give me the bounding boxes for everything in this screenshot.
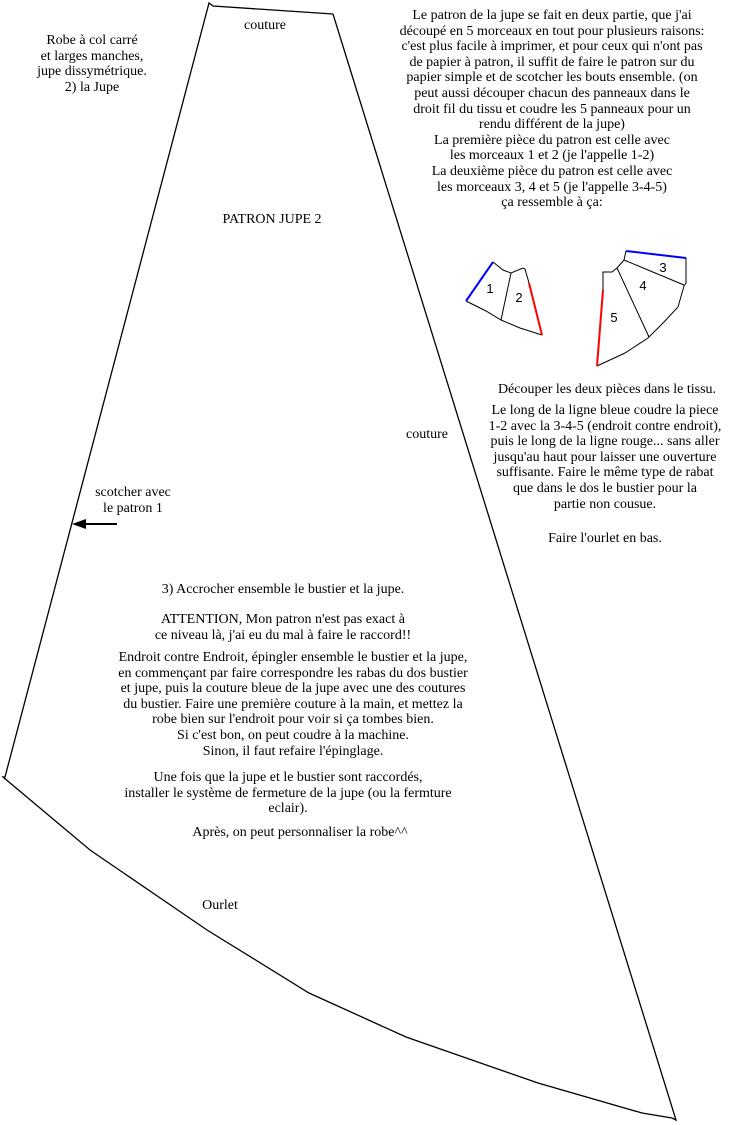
step3-body: Endroit contre Endroit, épingler ensembl…	[118, 650, 467, 759]
text-line: scotcher avec	[95, 485, 171, 500]
piece-number-5: 5	[610, 310, 618, 325]
piece-3-4-5-top	[602, 250, 627, 290]
text-line: suffisante. Faire le même type de rabat	[496, 465, 714, 481]
text-line: peut aussi découper chacun des panneaux …	[414, 85, 690, 101]
piece-number-2: 2	[515, 290, 523, 305]
piece-1-2-blue-seam	[465, 261, 494, 302]
text-line: Si c'est bon, on peut coudre à la machin…	[177, 727, 409, 743]
text-line: ça ressemble à ça:	[501, 195, 603, 211]
text-line: Une fois que la jupe et le bustier sont …	[153, 770, 423, 785]
text-line: puis le long de la ligne rouge... sans a…	[490, 434, 720, 450]
intro-text: Le patron de la jupe se fait en deux par…	[400, 8, 705, 211]
text-line: Sinon, il faut refaire l'épinglage.	[202, 743, 384, 759]
text-line: du bustier. Faire une première couture à…	[123, 696, 463, 712]
text-line: 1-2 avec la 3-4-5 (endroit contre endroi…	[488, 418, 722, 434]
sewing-instructions: Le long de la ligne bleue coudre la piec…	[489, 403, 722, 512]
text-line: en commençant par faire correspondre les…	[118, 665, 468, 681]
step3-heading: 3) Accrocher ensemble le bustier et la j…	[161, 582, 405, 597]
text-line: robe bien sur l'endroit pour voir si ça …	[152, 712, 434, 728]
text-line: partie non cousue.	[553, 496, 657, 512]
text-line: droit fil du tissu et coudre les 5 panne…	[413, 101, 691, 117]
text-line: installer le système de fermeture de la …	[124, 785, 452, 801]
text-line: Le long de la ligne bleue coudre la piec…	[491, 403, 719, 418]
text-line: le patron 1	[103, 500, 163, 516]
text-line: ce niveau là, j'ai eu du mal à faire le …	[154, 627, 412, 643]
piece-3-4-divider	[623, 259, 685, 286]
text-line: Le patron de la jupe se fait en deux par…	[412, 8, 692, 23]
piece-3-4-5-red-seam	[596, 289, 604, 367]
piece-number-1: 1	[486, 281, 494, 296]
text-line: Endroit contre Endroit, épingler ensembl…	[118, 650, 468, 665]
piece-4-5-divider	[616, 267, 650, 338]
piece-3-4-5-outline	[596, 258, 687, 367]
arrow-head-icon	[72, 519, 86, 529]
text-line: les morceaux 3, 4 et 5 (je l'appelle 3-4…	[437, 179, 667, 195]
piece-1-2-divider	[500, 272, 512, 321]
piece-1-2-outline	[492, 261, 530, 284]
text-line: découpé en 5 morceaux en tout pour plusi…	[399, 23, 705, 39]
text-line: ATTENTION, Mon patron n'est pas exact à	[161, 612, 405, 627]
text-line: jupe dissymétrique.	[37, 64, 147, 80]
text-line: eclair).	[268, 801, 308, 817]
couture-right-label: couture	[406, 427, 448, 442]
ourlet-label: Ourlet	[202, 898, 238, 913]
text-line: Robe à col carré	[46, 33, 138, 48]
piece-number-4: 4	[639, 278, 647, 293]
text-line: et larges manches,	[40, 48, 144, 64]
text-line: les morceaux 1 et 2 (je l'appelle 1-2)	[449, 148, 655, 164]
skirt-pattern-outline	[1, 1, 678, 1122]
text-line: rendu différent de la jupe)	[479, 117, 625, 133]
text-line: La deuxième pièce du patron est celle av…	[431, 163, 673, 179]
closure-note: Une fois que la jupe et le bustier sont …	[124, 770, 451, 817]
pattern-name-label: PATRON JUPE 2	[222, 212, 322, 227]
text-line: que dans le dos le bustier pour la	[513, 480, 697, 496]
couture-top-label: couture	[244, 18, 286, 33]
text-line: La première pièce du patron est celle av…	[434, 132, 670, 148]
text-line: papier simple et de scotcher les bouts e…	[406, 70, 698, 86]
piece-3-4-5-blue-seam	[625, 250, 687, 259]
final-note: Après, on peut personnaliser la robe^^	[192, 825, 408, 840]
text-line: jusqu'au haut pour laisser une ouverture	[493, 449, 717, 465]
piece-1-2-red-seam	[528, 282, 543, 336]
text-line: c'est plus facile à imprimer, et pour ce…	[401, 39, 703, 55]
text-line: et jupe, puis la couture bleue de la jup…	[120, 681, 466, 697]
cut-instruction: Découper les deux pièces dans le tissu.	[497, 382, 717, 397]
hem-instruction: Faire l'ourlet en bas.	[548, 531, 662, 546]
text-line: 2) la Jupe	[64, 79, 120, 95]
text-line: de papier à patron, il suffit de faire l…	[409, 54, 695, 70]
piece-number-3: 3	[659, 260, 667, 275]
